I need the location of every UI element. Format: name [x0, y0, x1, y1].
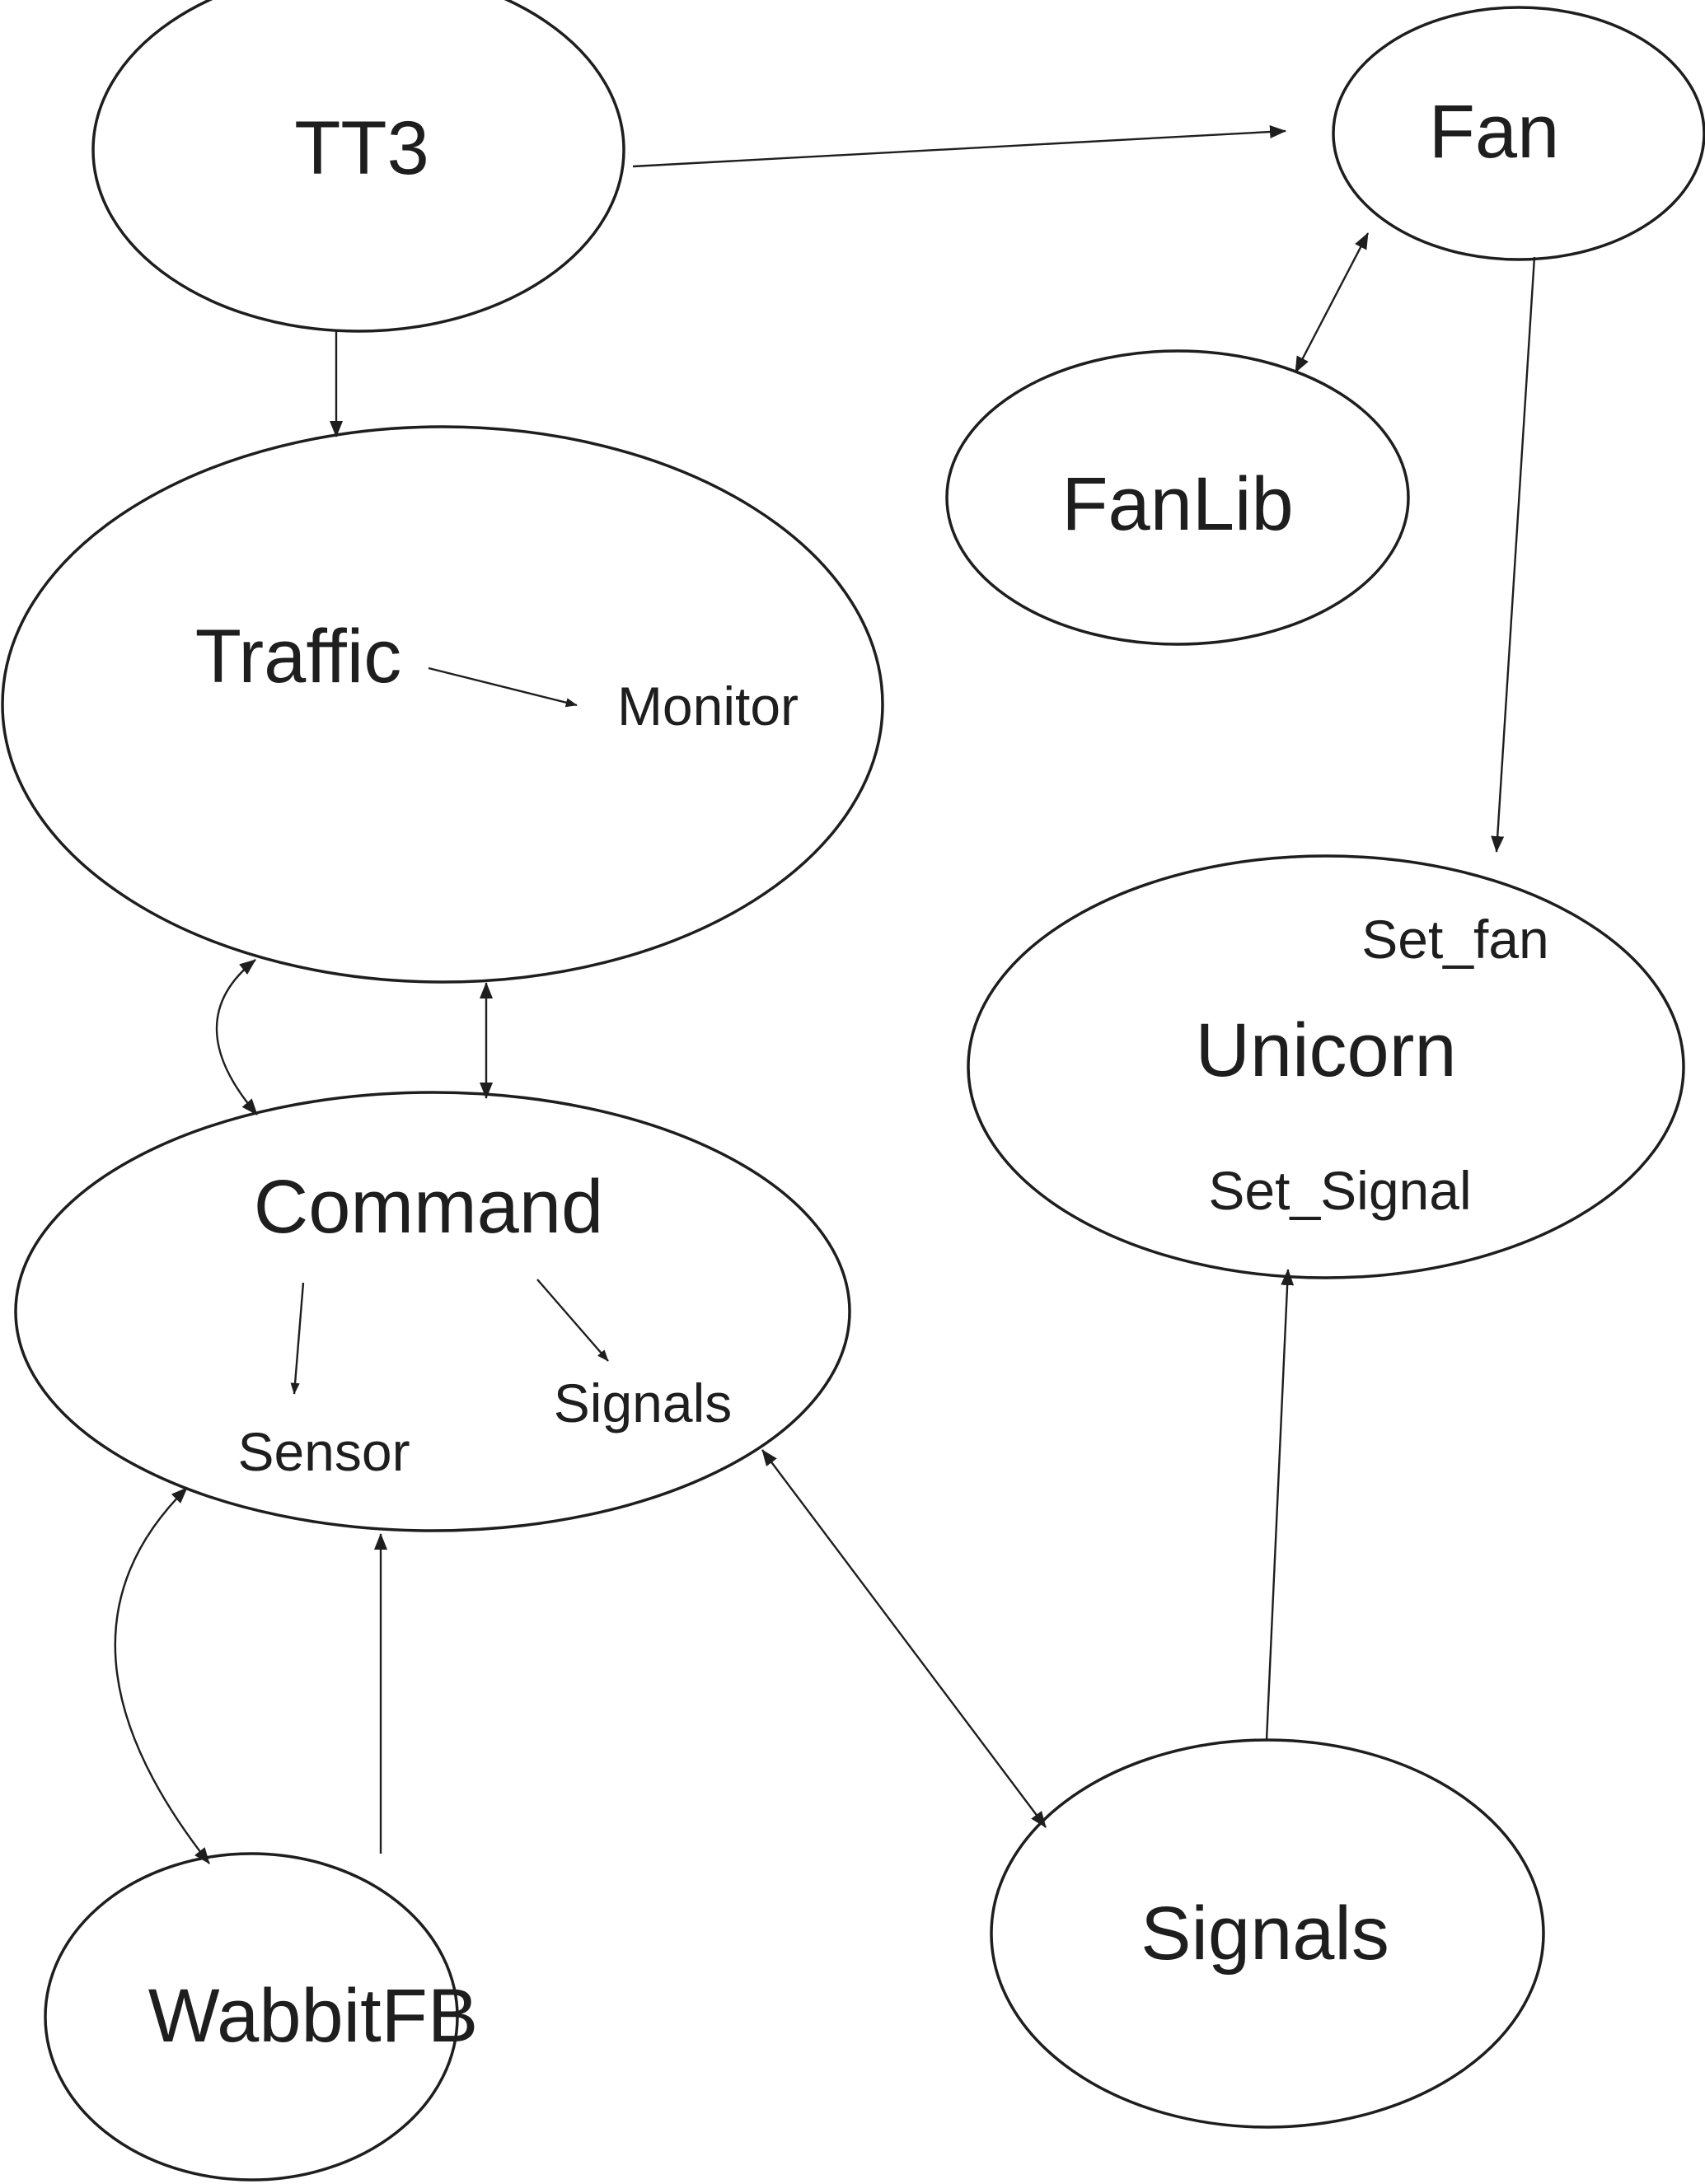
label-fan: Fan [1429, 90, 1560, 174]
label-command-signals: Signals [554, 1373, 732, 1433]
edge-fan-unicorn [1491, 256, 1536, 853]
label-command: Command [254, 1165, 603, 1249]
edge-traffic-command-curved [215, 959, 258, 1115]
node-command [14, 1091, 851, 1532]
label-monitor: Monitor [617, 676, 799, 737]
node-fanlib [945, 349, 1410, 646]
edge-traffic-monitor [428, 666, 578, 708]
edge-command-signals-inner [536, 1279, 609, 1362]
label-tt3: TT3 [294, 106, 429, 190]
node-unicorn [967, 854, 1685, 1279]
node-tt3 [91, 0, 625, 333]
node-traffic [1, 425, 884, 984]
node-wabbitfb [44, 1852, 459, 2182]
label-unicorn: Unicorn [1195, 1008, 1456, 1092]
label-sensor: Sensor [237, 1421, 410, 1482]
label-traffic: Traffic [195, 615, 401, 699]
label-set-fan: Set_fan [1361, 909, 1549, 970]
edge-command-sensor [290, 1282, 305, 1395]
label-wabbitfb: WabbitFB [148, 1974, 478, 2058]
edge-command-wabbitfb-curved [114, 1487, 210, 1864]
edge-tt3-fan [632, 125, 1286, 168]
label-fanlib: FanLib [1061, 462, 1293, 546]
edge-fan-fanlib [1294, 232, 1370, 373]
label-signals: Signals [1141, 1892, 1389, 1976]
edge-signals-unicorn [1265, 1269, 1295, 1741]
label-set-signal: Set_Signal [1208, 1160, 1471, 1221]
edge-command-signals-node [761, 1449, 1047, 1828]
node-fan [1332, 6, 1705, 261]
